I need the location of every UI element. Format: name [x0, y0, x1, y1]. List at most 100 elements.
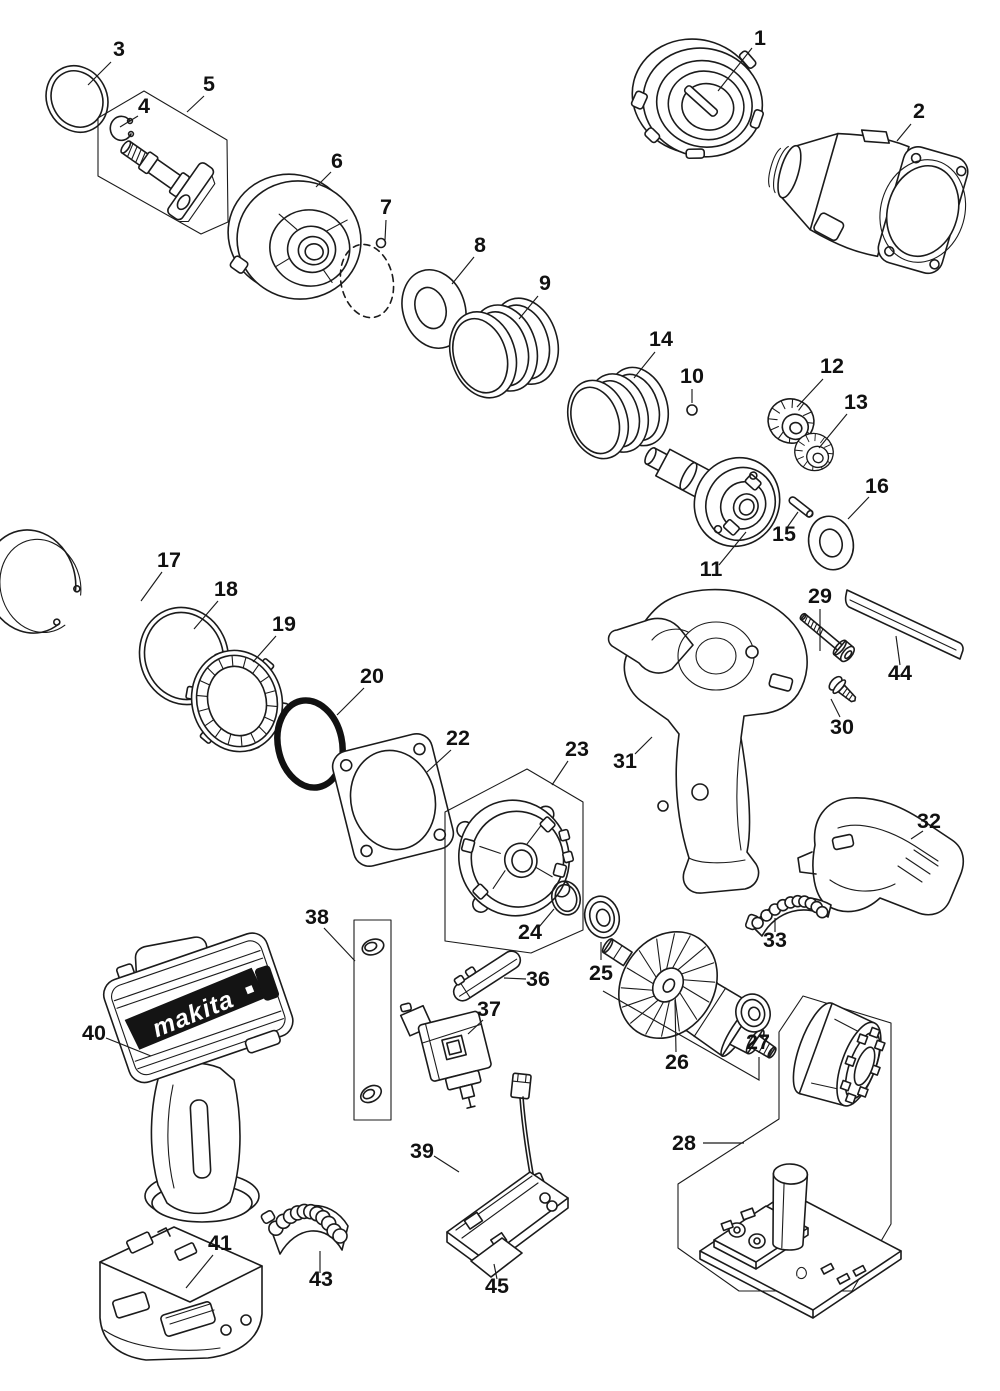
leader-line-part-24	[538, 908, 555, 928]
part-20-drawing	[274, 697, 346, 791]
leader-line-part-19	[252, 635, 277, 663]
leader-line-part-3	[87, 61, 112, 86]
part-label-22: 22	[446, 726, 470, 750]
part-22-drawing	[331, 733, 455, 867]
part-label-24: 24	[518, 920, 542, 944]
part-label-27: 27	[746, 1030, 770, 1054]
part-label-45: 45	[485, 1274, 509, 1298]
part-label-18: 18	[214, 577, 238, 601]
part-1-drawing	[630, 38, 764, 160]
part-label-8: 8	[474, 233, 486, 257]
part-12-drawing	[767, 398, 815, 444]
leader-line-part-12	[796, 378, 824, 408]
part-label-3: 3	[113, 37, 125, 61]
part-label-43: 43	[309, 1267, 333, 1291]
part-label-37: 37	[477, 997, 501, 1021]
part-16-drawing	[807, 515, 855, 571]
part-43-drawing	[260, 1203, 349, 1255]
leader-line-part-4	[119, 115, 139, 128]
leader-line-part-44	[895, 635, 901, 666]
leader-line-part-5	[186, 95, 205, 113]
part-4-drawing	[109, 115, 135, 142]
part-17-drawing	[0, 529, 82, 634]
part-15-drawing	[788, 496, 814, 518]
leader-line-part-17	[140, 571, 163, 602]
part-label-1: 1	[754, 26, 766, 50]
part-3-drawing	[45, 65, 109, 133]
part-29-drawing	[799, 612, 855, 663]
part-14-drawing	[567, 366, 669, 460]
leader-line-part-1	[717, 47, 753, 92]
leader-line-part-45	[493, 1263, 498, 1280]
leader-line-part-9	[518, 295, 539, 320]
part-40-drawing: makita	[102, 932, 294, 1223]
part-31-drawing	[607, 588, 808, 894]
part-2-drawing	[768, 129, 969, 275]
part-label-19: 19	[272, 612, 296, 636]
part-6-drawing	[227, 173, 362, 300]
part-label-41: 41	[208, 1231, 232, 1255]
leader-line-part-13	[818, 413, 848, 449]
part-label-29: 29	[808, 584, 832, 608]
leader-line-part-23	[551, 760, 569, 786]
leader-line-part-16	[847, 496, 870, 520]
part-label-9: 9	[539, 271, 551, 295]
part-label-4: 4	[138, 94, 150, 118]
leader-line-part-31	[634, 736, 653, 755]
part-label-36: 36	[526, 967, 550, 991]
leader-line-part-18	[193, 600, 219, 630]
part-30-drawing	[828, 675, 857, 703]
part-label-40: 40	[82, 1021, 106, 1045]
part-label-13: 13	[844, 390, 868, 414]
part-5-drawing	[97, 90, 229, 235]
part-45-drawing	[470, 1237, 523, 1278]
part-36-drawing	[452, 950, 522, 1002]
leader-line-part-36	[503, 977, 527, 980]
part-10-drawing	[686, 404, 698, 416]
part-25-drawing	[583, 895, 621, 939]
part-33-drawing	[744, 894, 832, 937]
part-label-26: 26	[665, 1050, 689, 1074]
part-19-drawing	[185, 649, 289, 753]
leader-line-part-37	[467, 1019, 484, 1035]
part-label-5: 5	[203, 72, 215, 96]
part-label-2: 2	[913, 99, 925, 123]
part-39-drawing	[446, 1072, 569, 1271]
leader-line-part-15	[785, 511, 799, 530]
part-label-6: 6	[331, 149, 343, 173]
leader-line-part-22	[426, 749, 452, 773]
part-label-28: 28	[672, 1131, 696, 1155]
leader-line-part-2	[896, 123, 912, 142]
leader-line-part-8	[451, 256, 475, 285]
part-label-7: 7	[380, 195, 392, 219]
leader-line-part-6	[315, 171, 332, 188]
leader-line-part-39	[433, 1155, 460, 1173]
part-label-25: 25	[589, 961, 613, 985]
part-label-11: 11	[700, 557, 723, 581]
leader-line-part-38	[323, 927, 356, 962]
part-label-44: 44	[888, 661, 912, 685]
part-label-15: 15	[772, 522, 796, 546]
part-label-10: 10	[680, 364, 704, 388]
part-23-drawing	[444, 768, 584, 954]
part-label-31: 31	[613, 749, 637, 773]
part-label-20: 20	[360, 664, 384, 688]
part-label-39: 39	[410, 1139, 434, 1163]
leader-line-part-20	[336, 687, 365, 716]
part-11-drawing	[644, 447, 781, 548]
part-24-drawing	[550, 880, 582, 916]
leader-line-part-40	[105, 1037, 152, 1057]
part-38-drawing	[353, 919, 392, 1121]
part-label-38: 38	[305, 905, 329, 929]
leader-line-part-32	[910, 830, 924, 840]
part-label-17: 17	[157, 548, 181, 572]
leader-line-part-11	[718, 531, 747, 566]
part-label-12: 12	[820, 354, 844, 378]
leader-line-part-41	[185, 1254, 214, 1289]
part-label-33: 33	[763, 928, 787, 952]
part-label-16: 16	[865, 474, 889, 498]
leader-line-part-7	[384, 219, 387, 241]
